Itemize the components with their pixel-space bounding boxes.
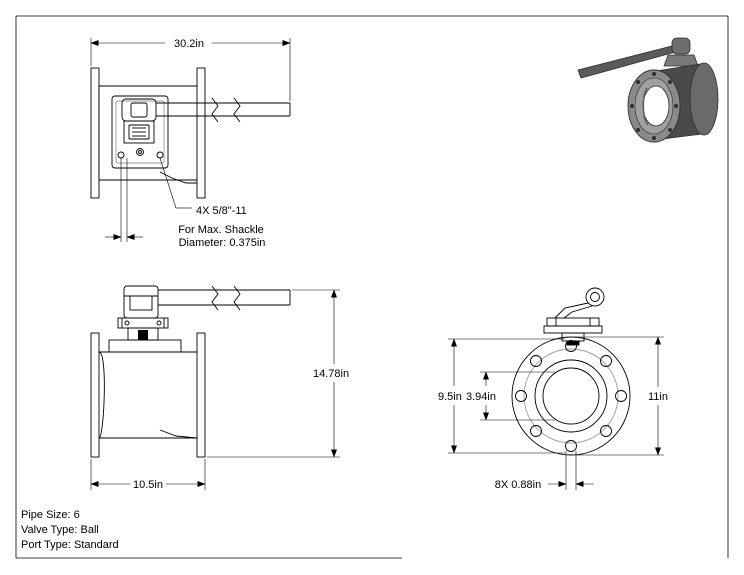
pipe-size: Pipe Size: 6 [21, 509, 80, 521]
mount-holes-label: 4X 5/8"-11 [196, 205, 247, 217]
shackle-note-line1: For Max. Shackle [178, 224, 264, 236]
flange-od-label: 11in [648, 391, 668, 403]
face-to-face-label: 10.5in [133, 479, 163, 491]
bolt-circle-label: 9.5in [438, 391, 462, 403]
front-view [90, 285, 291, 458]
shackle-note-line2: Diameter: 0.375in [179, 237, 266, 249]
height-dimension [207, 289, 340, 458]
valve-type: Valve Type: Ball [21, 524, 99, 536]
overall-length-dimension [90, 38, 291, 101]
side-view [511, 287, 631, 456]
side-view-dimensions [448, 336, 664, 490]
spec-block: Pipe Size: 6 Valve Type: Ball Port Type:… [21, 508, 119, 553]
isometric-view [577, 37, 719, 143]
port-type: Port Type: Standard [21, 539, 119, 551]
shackle-dimension [105, 157, 192, 242]
face-to-face-dimension [90, 459, 206, 490]
sheet-border [15, 15, 729, 559]
height-label: 14.78in [313, 368, 349, 380]
overall-length-label: 30.2in [174, 38, 204, 50]
bore-label: 3.94in [466, 391, 496, 403]
bolt-holes-label: 8X 0.88in [495, 479, 541, 491]
bonnet-nut [138, 330, 148, 340]
